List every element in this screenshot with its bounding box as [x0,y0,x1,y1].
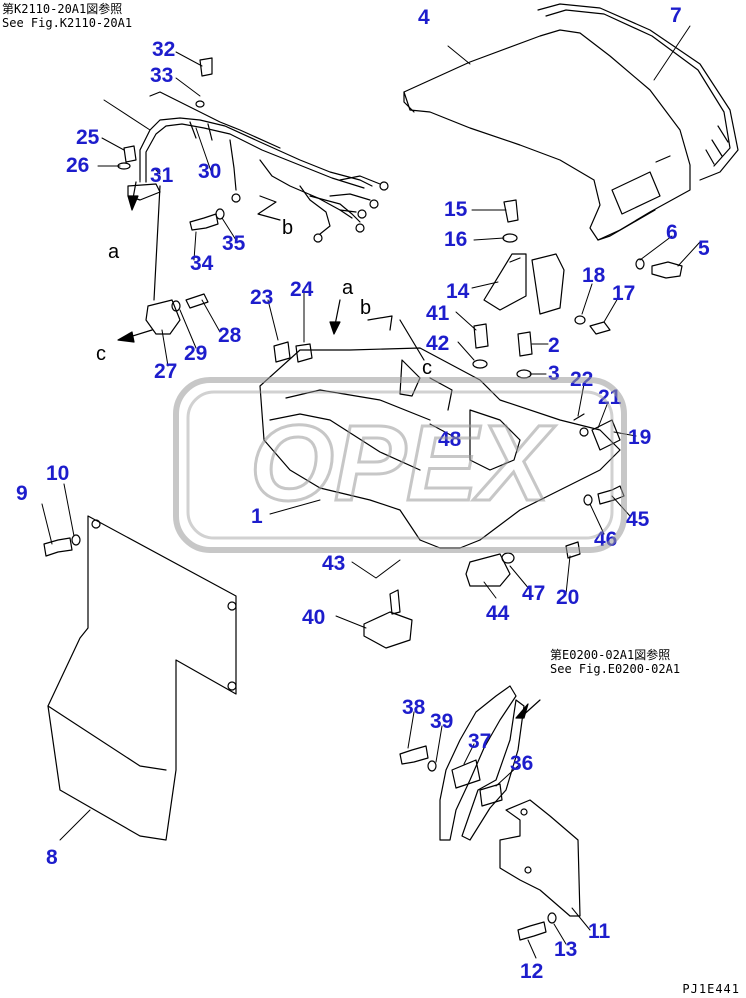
callout-46: 46 [594,528,617,551]
reference-note-harness: 第K2110-20A1図参照 See Fig.K2110-20A1 [2,2,132,30]
callout-47: 47 [522,582,545,605]
bolt-washer-5-6 [636,259,682,278]
bracket-27 [146,186,208,334]
callout-44: 44 [486,602,510,625]
view-letter-b-2: b [360,297,371,319]
callout-7: 7 [670,4,682,27]
view-letter-a: a [108,241,120,263]
bolt-41-42 [473,324,488,368]
callout-25: 25 [76,126,100,149]
bolt-20 [566,542,580,558]
callout-13: 13 [554,938,577,961]
callout-29: 29 [184,342,207,365]
callout-43: 43 [322,552,345,575]
switch-19 [574,414,620,450]
reference-note-jp: 第K2110-20A1図参照 [2,2,123,16]
callout-28: 28 [218,324,242,347]
callout-40: 40 [302,606,325,629]
callout-9: 9 [16,482,28,505]
callout-39: 39 [430,710,453,733]
view-letter-c-2: c [422,357,432,379]
block-44-47 [466,553,514,586]
cover-part [404,30,690,240]
callout-19: 19 [628,426,651,449]
callout-35: 35 [222,232,246,255]
reference-note-en: See Fig.K2110-20A1 [2,16,133,30]
caps-23-24 [274,342,312,362]
bolt-15-16 [503,200,518,242]
bolt-34-35 [190,209,224,230]
view-letter-b: b [282,217,293,239]
callout-22: 22 [570,368,593,391]
callout-8: 8 [46,846,58,869]
part-40 [364,590,412,648]
callout-3: 3 [548,362,560,385]
callout-2: 2 [548,334,560,357]
callout-5: 5 [698,237,710,260]
callout-1: 1 [251,505,263,528]
callout-37: 37 [468,730,491,753]
callout-6: 6 [666,221,678,244]
bracket-11 [500,800,580,916]
callout-labels: 1 2 3 4 5 6 7 8 9 10 11 12 13 14 15 16 1… [16,4,710,983]
bolt-38-39 [400,746,436,771]
bolt-25-26 [118,146,136,169]
callout-30: 30 [198,160,221,183]
callout-11: 11 [588,920,611,943]
callout-21: 21 [598,386,622,409]
reference-note-jp: 第E0200-02A1図参照 [550,648,671,662]
callout-31: 31 [150,164,174,187]
callout-24: 24 [290,278,314,301]
callout-48: 48 [438,428,462,451]
callout-17: 17 [612,282,635,305]
view-letters: a b c a b c [96,217,432,379]
callout-18: 18 [582,264,606,287]
callout-38: 38 [402,696,426,719]
callout-4: 4 [418,6,430,29]
callout-15: 15 [444,198,468,221]
callout-33: 33 [150,64,173,87]
leader-lines [42,26,700,958]
callout-45: 45 [626,508,650,531]
callout-20: 20 [556,586,579,609]
callout-41: 41 [426,302,450,325]
panel-8 [48,516,236,840]
drawing-code: PJ1E441 [682,982,740,996]
callout-16: 16 [444,228,467,251]
callout-32: 32 [152,38,175,61]
callout-23: 23 [250,286,273,309]
view-letter-c: c [96,343,106,365]
seal-strip-part [538,4,738,180]
callout-14: 14 [446,280,470,303]
bracket-14 [484,254,564,314]
lever-assembly [440,686,524,840]
view-letter-a-2: a [342,277,354,299]
reference-note-lever: 第E0200-02A1図参照 See Fig.E0200-02A1 [550,648,680,676]
bolt-9-10 [44,535,80,556]
callout-12: 12 [520,960,543,983]
bolt-2-3 [517,332,532,378]
view-arrows [118,182,540,718]
callout-26: 26 [66,154,89,177]
reference-note-en: See Fig.E0200-02A1 [550,662,681,676]
bolt-17-18 [575,316,610,334]
callout-42: 42 [426,332,449,355]
wiring-harness [128,58,388,242]
callout-27: 27 [154,360,177,383]
bolt-12-13 [518,913,556,940]
callout-36: 36 [510,752,533,775]
callout-10: 10 [46,462,69,485]
callout-34: 34 [190,252,214,275]
